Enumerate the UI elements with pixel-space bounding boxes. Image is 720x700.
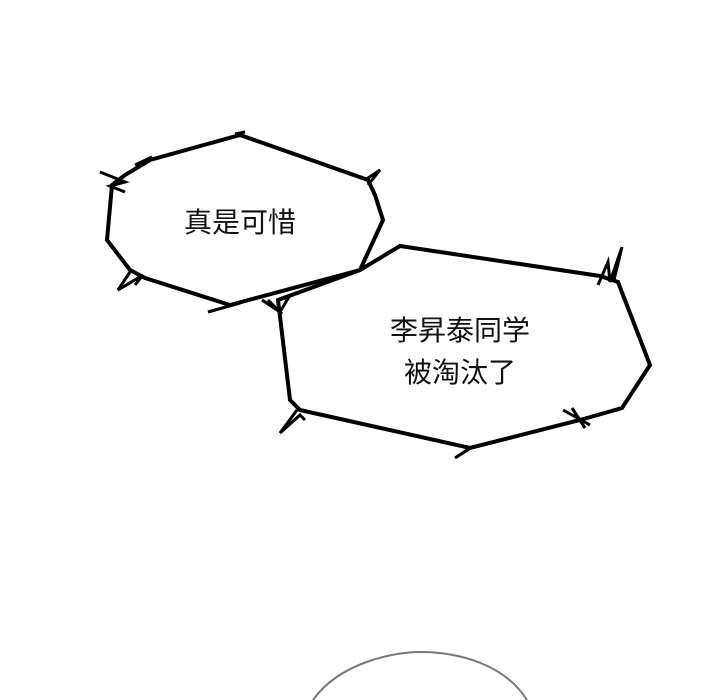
bubble-2-line-1: 李昇泰同学 [389, 314, 530, 347]
bubble-1-spikes [99, 130, 401, 314]
bubble-2-line-2: 被淘汰了 [403, 356, 516, 389]
bubble-1-line-1: 真是可惜 [183, 206, 296, 239]
speech-bubble-2-text: 李昇泰同学 被淘汰了 [355, 310, 565, 394]
partial-bubble-arc [312, 650, 528, 700]
bubble-2-spikes [261, 246, 624, 460]
speech-bubble-1-text: 真是可惜 [150, 205, 330, 241]
